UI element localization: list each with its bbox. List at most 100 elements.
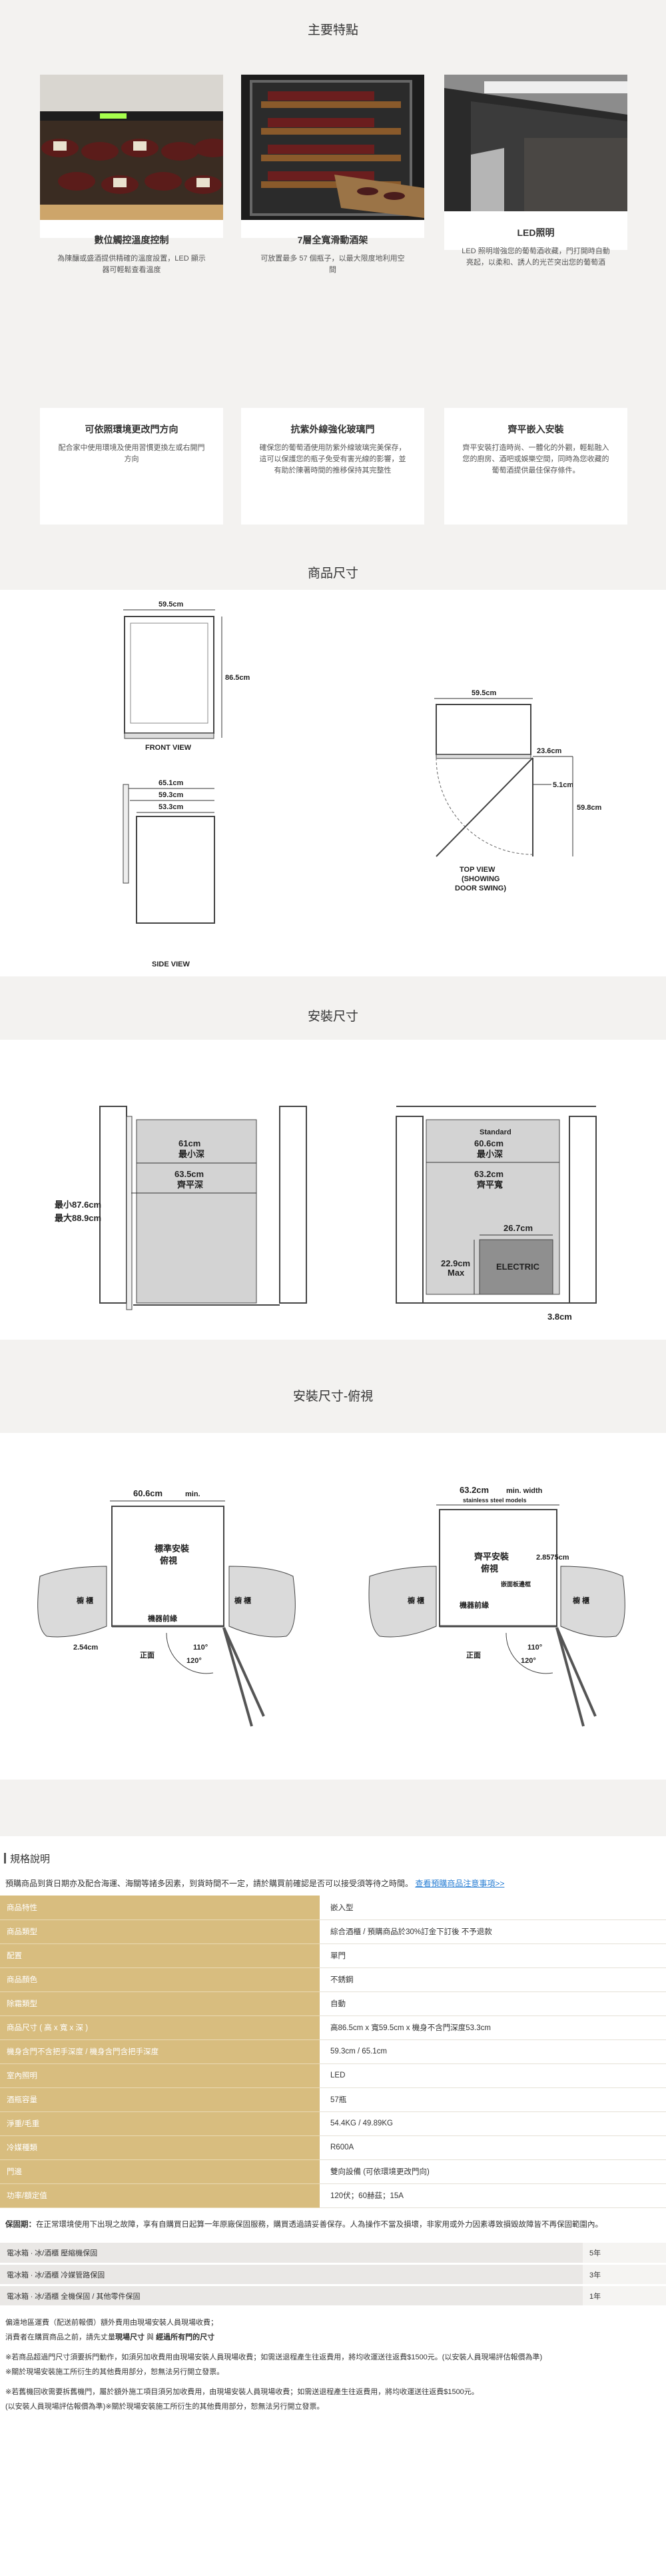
- spec-value: LED: [320, 2063, 666, 2088]
- led-photo: [444, 75, 627, 211]
- feature-title: 抗紫外線強化玻璃門: [290, 424, 375, 435]
- spec-key: 淨重/毛重: [0, 2111, 320, 2136]
- spec-value: 高86.5cm x 寬59.5cm x 機身不含門深度53.3cm: [320, 2015, 666, 2040]
- topview-right-trim: 嵌面板邊框: [501, 1580, 531, 1588]
- install-diagram: 61cm 最小深 63.5cm 齊平深 最小87.6cm 最大88.9cm St…: [55, 1106, 597, 1322]
- topview-right-sub: stainless steel models: [463, 1497, 527, 1504]
- side-view-caption: SIDE VIEW: [152, 960, 190, 968]
- note-measure: 消費者在購買商品之前，請先丈量現場尺寸 與 經過所有門的尺寸: [5, 2331, 662, 2343]
- spec-value: 57瓶: [320, 2087, 666, 2112]
- install-right-depth: 60.6cm: [474, 1138, 503, 1148]
- front-view-caption: FRONT VIEW: [145, 744, 192, 752]
- front-width-label: 59.5cm: [159, 601, 184, 609]
- feature-title: 可依照環境更改門方向: [85, 424, 178, 435]
- feature-card-sliding-shelves: 7層全寬滑動酒架 可放置最多 57 個瓶子，以最大限度地利用空間: [241, 75, 424, 274]
- spec-value: 嵌入型: [320, 1896, 666, 1920]
- install-left-depth-label: 最小深: [178, 1149, 204, 1159]
- install-diagram-panel: 61cm 最小深 63.5cm 齊平深 最小87.6cm 最大88.9cm St…: [0, 1040, 666, 1340]
- install-left-flush-label: 齊平深: [176, 1180, 203, 1190]
- topview-diagram-panel: 60.6cm min. 標準安裝 俯視 櫥 櫃 櫥 櫃 機器前緣 2.54cm …: [0, 1433, 666, 1780]
- spec-value: R600A: [320, 2135, 666, 2160]
- topview-right-gap: 2.8575cm: [536, 1554, 569, 1562]
- top-view-caption-1: TOP VIEW: [460, 866, 496, 874]
- note-old-unit-2: (以安裝人員現場評估報價為準)※關於現場安裝施工所衍生的其他費用部分，恕無法另行…: [5, 2403, 324, 2411]
- install-right-elec-max: Max: [448, 1268, 465, 1278]
- spec-key: 商品特性: [0, 1896, 320, 1920]
- preorder-notice-link[interactable]: 查看預購商品注意事項>>: [415, 1879, 505, 1888]
- spec-value: 雙向設備 (可依環境更改門向): [320, 2159, 666, 2184]
- dimensions-diagram-panel: 59.5cm 86.5cm FRONT VIEW 65.1cm 59.3cm 5…: [0, 590, 666, 976]
- note-remote-area: 偏遠地區運費（配送前報價）額外費用由現場安裝人員現場收費；: [5, 2319, 218, 2327]
- warranty-period: 5年: [583, 2242, 666, 2265]
- warranty-text: 保固期：在正常環境使用下出現之故障，享有自購買日起算一年原廠保固服務，購買透過請…: [0, 2208, 666, 2235]
- preorder-notice-text: 預購商品到貨日期亦及配合海運、海關等諸多因素，到貨時間不一定，請於購買前確認是否…: [5, 1879, 414, 1888]
- install-right-elec-width: 26.7cm: [503, 1223, 533, 1233]
- top-swing-label: 59.8cm: [577, 804, 602, 812]
- topview-left-front: 機器前緣: [148, 1614, 177, 1623]
- top-view-caption-2: (SHOWING: [462, 875, 500, 883]
- top-gap-label: 5.1cm: [553, 781, 573, 789]
- spec-row: 商品特性嵌入型: [0, 1896, 666, 1920]
- dimensions-title: 商品尺寸: [307, 567, 358, 581]
- feature-desc: 確保您的葡萄酒使用防紫外線玻璃完美保存，這可以保護您的瓶子免受有害光線的影響，並…: [259, 444, 406, 475]
- install-right-depth-label: 最小深: [477, 1149, 503, 1159]
- note-measure-b: 現場尺寸: [115, 2333, 145, 2341]
- warranty-label: 保固期：: [5, 2220, 36, 2229]
- feature-title: 齊平嵌入安裝: [507, 424, 564, 435]
- spec-value: 59.3cm / 65.1cm: [320, 2039, 666, 2064]
- warranty-period: 3年: [583, 2263, 666, 2286]
- top-view-caption-3: DOOR SWING): [455, 884, 506, 892]
- install-title: 安裝尺寸: [307, 1010, 358, 1024]
- side-view-drawing: 65.1cm 59.3cm 53.3cm SIDE VIEW: [123, 779, 215, 968]
- note-old-unit: ※若舊機回收需要拆舊機門，屬於額外施工項目須另加收費用，由現場安裝人員現場收費；…: [5, 2388, 479, 2396]
- note-measure-d: 經過所有門的尺寸: [156, 2333, 215, 2341]
- note-measure-a: 消費者在購買商品之前，請先丈量: [5, 2333, 115, 2341]
- spec-value: 不銹鋼: [320, 1967, 666, 1992]
- spec-key: 商品尺寸 ( 高 x 寬 x 深 ): [0, 2015, 320, 2040]
- topview-right-angle-2: 120°: [521, 1657, 536, 1665]
- topview-right-label-1: 齊平安裝: [474, 1552, 509, 1562]
- topview-right-front: 機器前緣: [460, 1600, 489, 1610]
- wine-bottles-photo: [40, 75, 223, 220]
- shipping-notes: 偏遠地區運費（配送前報價）額外費用由現場安裝人員現場收費； 消費者在購買商品之前…: [0, 2307, 666, 2413]
- topview-right-cabinet-r: 櫥 櫃: [573, 1596, 589, 1605]
- spec-key: 機身含門不含把手深度 / 機身含門含把手深度: [0, 2039, 320, 2064]
- note-door-removal: ※若商品超過門尺寸須要拆門動作，如須另加收費用由現場安裝人員現場收費；如需送退程…: [5, 2353, 543, 2361]
- note-invoice: ※關於現場安裝施工所衍生的其他費用部分，恕無法另行開立發票。: [5, 2368, 224, 2376]
- spec-key: 商品顏色: [0, 1967, 320, 1992]
- topview-right-angle-1: 110°: [527, 1644, 542, 1652]
- install-left-max-height: 最大88.9cm: [55, 1213, 101, 1223]
- feature-title: 數位觸控溫度控制: [94, 235, 169, 245]
- topview-right-flat: 正面: [466, 1651, 481, 1660]
- spec-value: 自動: [320, 1991, 666, 2016]
- install-right-standard: Standard: [480, 1128, 511, 1136]
- install-left-flush: 63.5cm: [174, 1169, 204, 1179]
- feature-desc: 為陳釀或盛酒提供精確的溫度設置，LED 顯示器可輕鬆查看溫度: [57, 255, 206, 274]
- spec-row: 門邊雙向設備 (可依環境更改門向): [0, 2159, 666, 2184]
- front-view-drawing: 59.5cm 86.5cm FRONT VIEW: [123, 601, 250, 752]
- spec-value: 綜合酒櫃 / 預購商品於30%訂金下訂後 不予退款: [320, 1920, 666, 1944]
- feature-desc: 可放置最多 57 個瓶子，以最大限度地利用空間: [260, 255, 405, 274]
- topview-left-flat: 正面: [140, 1651, 155, 1660]
- topview-left-width-suffix: min.: [185, 1490, 200, 1498]
- topview-right-cabinet-l: 櫥 櫃: [408, 1596, 424, 1605]
- install-left-depth: 61cm: [178, 1138, 200, 1148]
- warranty-desc: 在正常環境使用下出現之故障，享有自購買日起算一年原廠保固服務，購買透過請妥善保存…: [36, 2220, 603, 2229]
- product-detail-images: 主要特點 數位: [0, 0, 666, 1836]
- topview-left-label-2: 俯視: [160, 1556, 177, 1566]
- spec-value: 54.4KG / 49.89KG: [320, 2111, 666, 2136]
- topview-title: 安裝尺寸-俯視: [292, 1390, 374, 1404]
- dimensions-diagram: 59.5cm 86.5cm FRONT VIEW 65.1cm 59.3cm 5…: [123, 601, 602, 968]
- install-right-drawing: Standard 60.6cm 最小深 63.2cm 齊平寬 26.7cm 22…: [396, 1106, 597, 1322]
- topview-left-width: 60.6cm: [133, 1488, 163, 1498]
- heading-bar: [4, 1853, 6, 1864]
- shelves-photo: [241, 75, 424, 220]
- feature-card-led-lighting: LED照明 LED 照明增強您的葡萄酒收藏，門打開時自動亮起，以柔和、誘人的光芒…: [444, 75, 627, 267]
- side-depth-2: 59.3cm: [159, 791, 184, 799]
